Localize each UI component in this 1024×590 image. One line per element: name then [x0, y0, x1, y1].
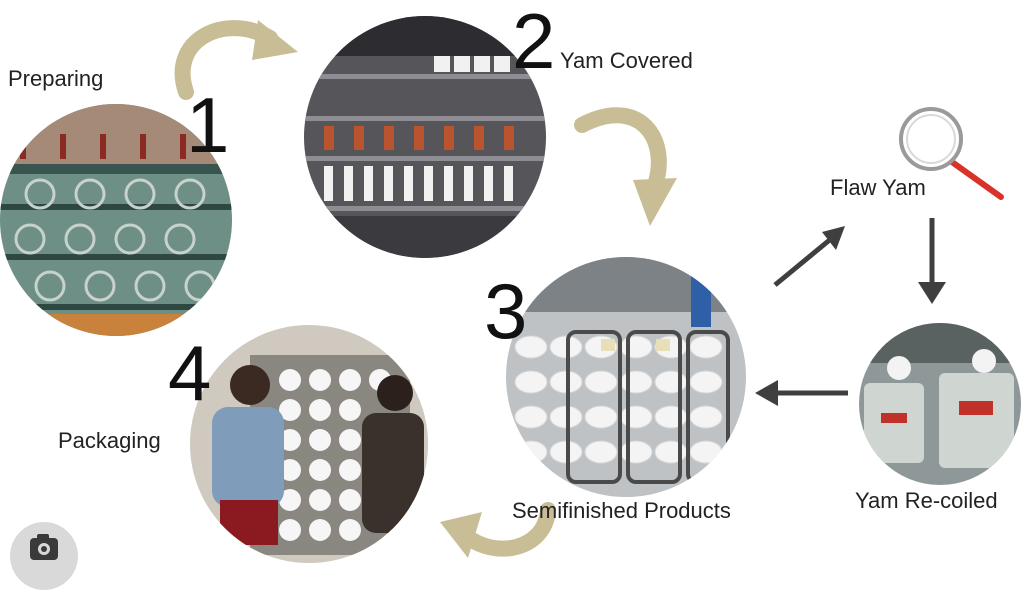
- photo-packaging: [190, 325, 428, 563]
- step-number-2: 2: [512, 0, 556, 85]
- curved-arrow-1-to-2: [174, 20, 298, 100]
- label-yarn-covered: Yam Covered: [560, 48, 693, 73]
- label-packaging: Packaging: [58, 428, 161, 453]
- arrow-flaw-to-recoil: [918, 218, 946, 304]
- camera-icon: [30, 534, 58, 560]
- label-semifinished: Semifinished Products: [512, 498, 731, 523]
- photo-yarn-recoiled: [859, 323, 1021, 485]
- label-preparing: Preparing: [8, 66, 104, 91]
- photo-semifinished: [506, 257, 746, 497]
- step-number-3: 3: [484, 267, 528, 355]
- label-recoiled: Yam Re-coiled: [855, 488, 998, 513]
- step-number-4: 4: [168, 329, 212, 417]
- arrow-recoil-to-semifinished: [755, 380, 848, 406]
- curved-arrows: [174, 20, 677, 558]
- camera-button[interactable]: [10, 522, 78, 590]
- arrow-to-flaw: [773, 226, 845, 287]
- straight-arrows: [755, 218, 946, 406]
- label-flaw: Flaw Yam: [830, 175, 926, 200]
- step-number-1: 1: [186, 81, 230, 169]
- magnifier-icon: [899, 107, 1004, 200]
- curved-arrow-3-to-4: [440, 502, 556, 558]
- curved-arrow-2-to-3: [574, 107, 677, 226]
